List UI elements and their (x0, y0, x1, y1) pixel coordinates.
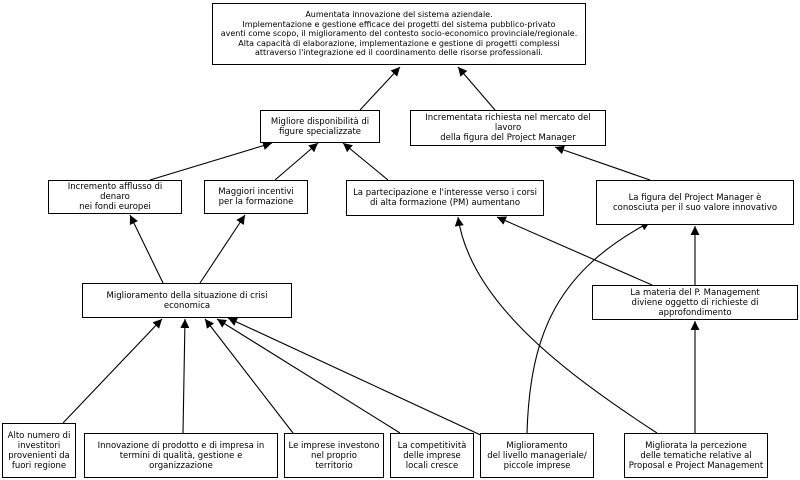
edge-incentivi-to-disponibilita (274, 142, 319, 181)
node-imprese-investono: Le imprese investono nel proprio territo… (284, 433, 384, 478)
node-aumentata-innovazione: Aumentata innovazione del sistema aziend… (212, 3, 586, 65)
node-innovazione-prodotto: Innovazione di prodotto e di impresa in … (84, 433, 278, 478)
node-livello-manageriale: Miglioramento del livello manageriale/ p… (480, 433, 594, 478)
edge-manageriale-to-crisi (227, 317, 486, 438)
edge-manageriale-to-conosciuta (526, 221, 651, 434)
edge-disponibilita-to-top (359, 66, 401, 111)
edge-materia-to-partecipazione (496, 216, 653, 286)
edge-partecipazione-to-disponibilita (342, 142, 389, 181)
edge-crisi-to-afflusso (129, 214, 164, 284)
edge-imprese-to-crisi (204, 318, 294, 434)
node-incremento-afflusso: Incremento afflusso di denaro nei fondi … (48, 180, 182, 214)
edge-percezione-to-partecipazione (454, 216, 658, 434)
node-materia-project-management: La materia del P. Management diviene ogg… (592, 285, 798, 320)
node-partecipazione-corsi: La partecipazione e l'interesse verso i … (346, 180, 544, 216)
edge-conosciuta-to-richiesta (554, 145, 651, 181)
edge-investitori-to-crisi (62, 318, 163, 424)
node-migliorata-percezione: Migliorata la percezione delle tematiche… (624, 433, 768, 478)
edge-afflusso-to-disponibilita (149, 141, 273, 181)
node-figura-project-manager: La figura del Project Manager è conosciu… (596, 180, 794, 225)
edge-competitivita-to-crisi (216, 318, 401, 434)
node-situazione-crisi: Miglioramento della situazione di crisi … (82, 283, 292, 318)
edge-innovazione-to-crisi (180, 318, 190, 434)
node-migliore-disponibilita: Migliore disponibilità di figure special… (260, 110, 380, 143)
node-alto-numero-investitori: Alto numero di investitori provenienti d… (2, 423, 76, 478)
node-incrementata-richiesta: Incrementata richiesta nel mercato del l… (410, 110, 606, 146)
edge-crisi-to-incentivi (199, 214, 246, 284)
edge-richiesta-to-top (457, 66, 496, 111)
node-competitivita-imprese: La competitività delle imprese locali cr… (390, 433, 474, 478)
node-maggiori-incentivi: Maggiori incentivi per la formazione (204, 180, 308, 214)
